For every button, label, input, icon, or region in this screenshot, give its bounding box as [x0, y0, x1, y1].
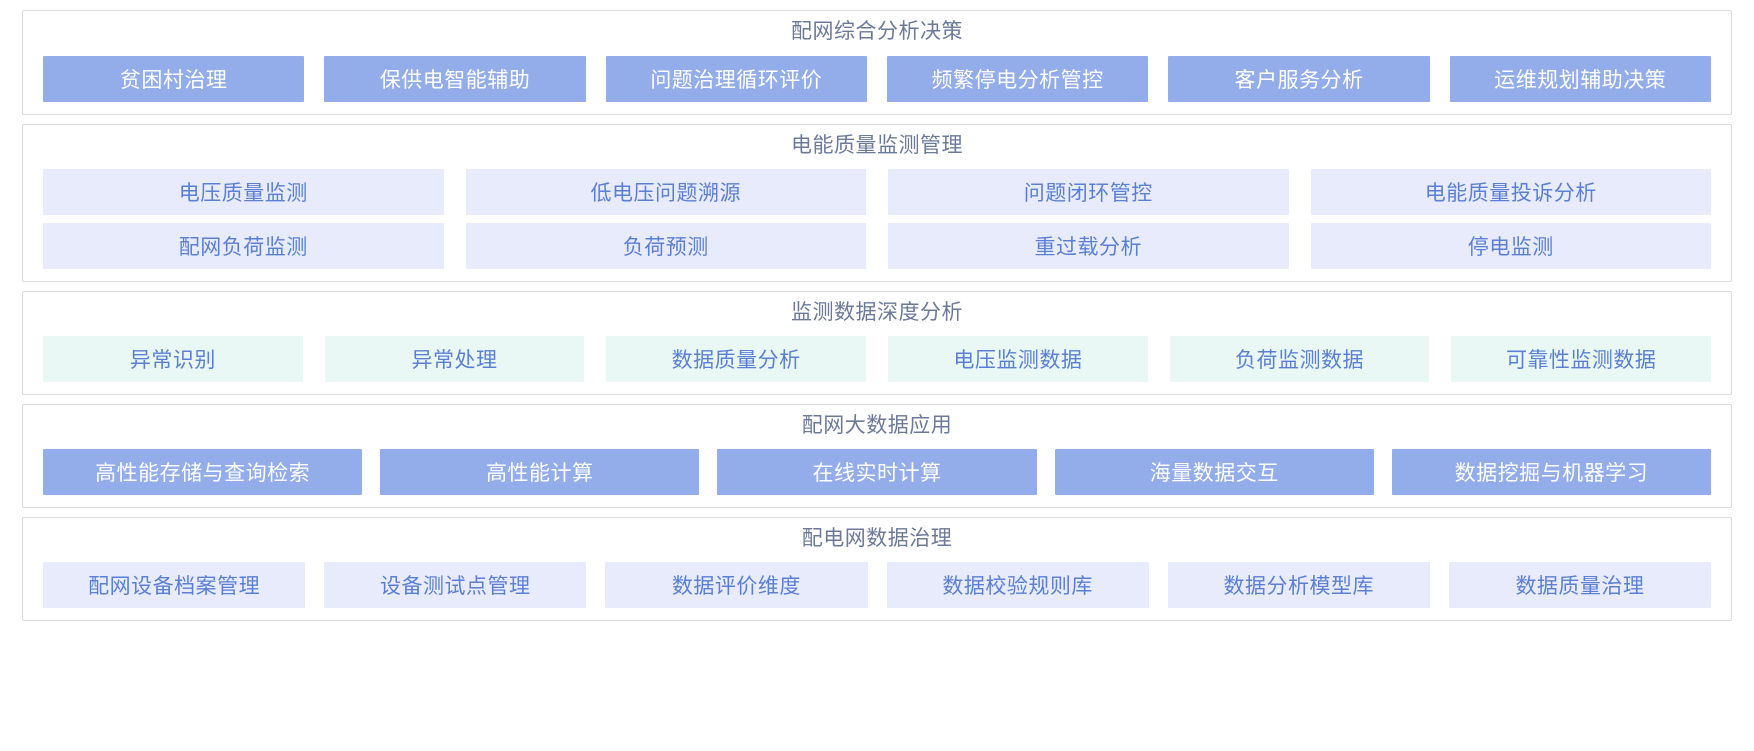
module-chip[interactable]: 低电压问题溯源 [465, 169, 866, 215]
module-chip[interactable]: 客户服务分析 [1168, 56, 1430, 102]
section-panel: 监测数据深度分析异常识别异常处理数据质量分析电压监测数据负荷监测数据可靠性监测数… [22, 291, 1732, 395]
module-chip[interactable]: 数据挖掘与机器学习 [1391, 449, 1712, 495]
chip-row: 贫困村治理保供电智能辅助问题治理循环评价频繁停电分析管控客户服务分析运维规划辅助… [43, 56, 1711, 102]
module-chip[interactable]: 数据质量分析 [606, 336, 867, 382]
module-chip[interactable]: 海量数据交互 [1054, 449, 1374, 495]
section-panel: 配电网数据治理配网设备档案管理设备测试点管理数据评价维度数据校验规则库数据分析模… [22, 517, 1732, 621]
module-chip[interactable]: 电能质量投诉分析 [1310, 169, 1711, 215]
section-title: 配网大数据应用 [801, 414, 953, 437]
module-chip[interactable]: 运维规划辅助决策 [1449, 56, 1711, 102]
module-chip[interactable]: 重过载分析 [888, 223, 1289, 269]
module-chip[interactable]: 数据质量治理 [1448, 562, 1712, 608]
module-chip[interactable]: 配网负荷监测 [43, 223, 444, 269]
module-chip[interactable]: 数据评价维度 [605, 562, 868, 608]
section-title: 配网综合分析决策 [791, 20, 963, 43]
module-chip[interactable]: 问题治理循环评价 [605, 56, 867, 102]
module-chip[interactable]: 停电监测 [1310, 223, 1711, 269]
module-chip[interactable]: 负荷监测数据 [1169, 336, 1430, 382]
module-chip[interactable]: 异常处理 [324, 336, 585, 382]
section-panel: 配网大数据应用高性能存储与查询检索高性能计算在线实时计算海量数据交互数据挖掘与机… [22, 404, 1732, 508]
module-chip[interactable]: 在线实时计算 [717, 449, 1037, 495]
module-chip[interactable]: 保供电智能辅助 [324, 56, 586, 102]
chip-row: 异常识别异常处理数据质量分析电压监测数据负荷监测数据可靠性监测数据 [43, 336, 1712, 382]
module-chip[interactable]: 异常识别 [43, 336, 303, 382]
section-panel: 电能质量监测管理电压质量监测低电压问题溯源问题闭环管控电能质量投诉分析配网负荷监… [22, 124, 1732, 282]
module-chip[interactable]: 设备测试点管理 [324, 562, 587, 608]
chip-row: 高性能存储与查询检索高性能计算在线实时计算海量数据交互数据挖掘与机器学习 [43, 449, 1712, 495]
section-panel: 配网综合分析决策贫困村治理保供电智能辅助问题治理循环评价频繁停电分析管控客户服务… [22, 10, 1732, 115]
module-chip[interactable]: 数据分析模型库 [1167, 562, 1430, 608]
module-chip[interactable]: 问题闭环管控 [888, 169, 1289, 215]
module-chip[interactable]: 负荷预测 [465, 223, 866, 269]
module-chip[interactable]: 高性能计算 [380, 449, 700, 495]
chip-row: 配网设备档案管理设备测试点管理数据评价维度数据校验规则库数据分析模型库数据质量治… [43, 562, 1712, 608]
module-chip[interactable]: 电压质量监测 [43, 169, 444, 215]
section-title: 配电网数据治理 [801, 527, 953, 550]
module-chip[interactable]: 贫困村治理 [43, 56, 305, 102]
module-chip[interactable]: 电压监测数据 [888, 336, 1148, 382]
chip-row: 配网负荷监测负荷预测重过载分析停电监测 [43, 223, 1711, 269]
module-chip[interactable]: 高性能存储与查询检索 [43, 449, 363, 495]
module-chip[interactable]: 可靠性监测数据 [1451, 336, 1712, 382]
section-title: 监测数据深度分析 [791, 301, 963, 324]
section-title: 电能质量监测管理 [791, 134, 963, 157]
module-chip[interactable]: 数据校验规则库 [886, 562, 1149, 608]
chip-row: 电压质量监测低电压问题溯源问题闭环管控电能质量投诉分析 [43, 169, 1711, 215]
module-chip[interactable]: 配网设备档案管理 [43, 562, 306, 608]
module-chip[interactable]: 频繁停电分析管控 [886, 56, 1149, 102]
